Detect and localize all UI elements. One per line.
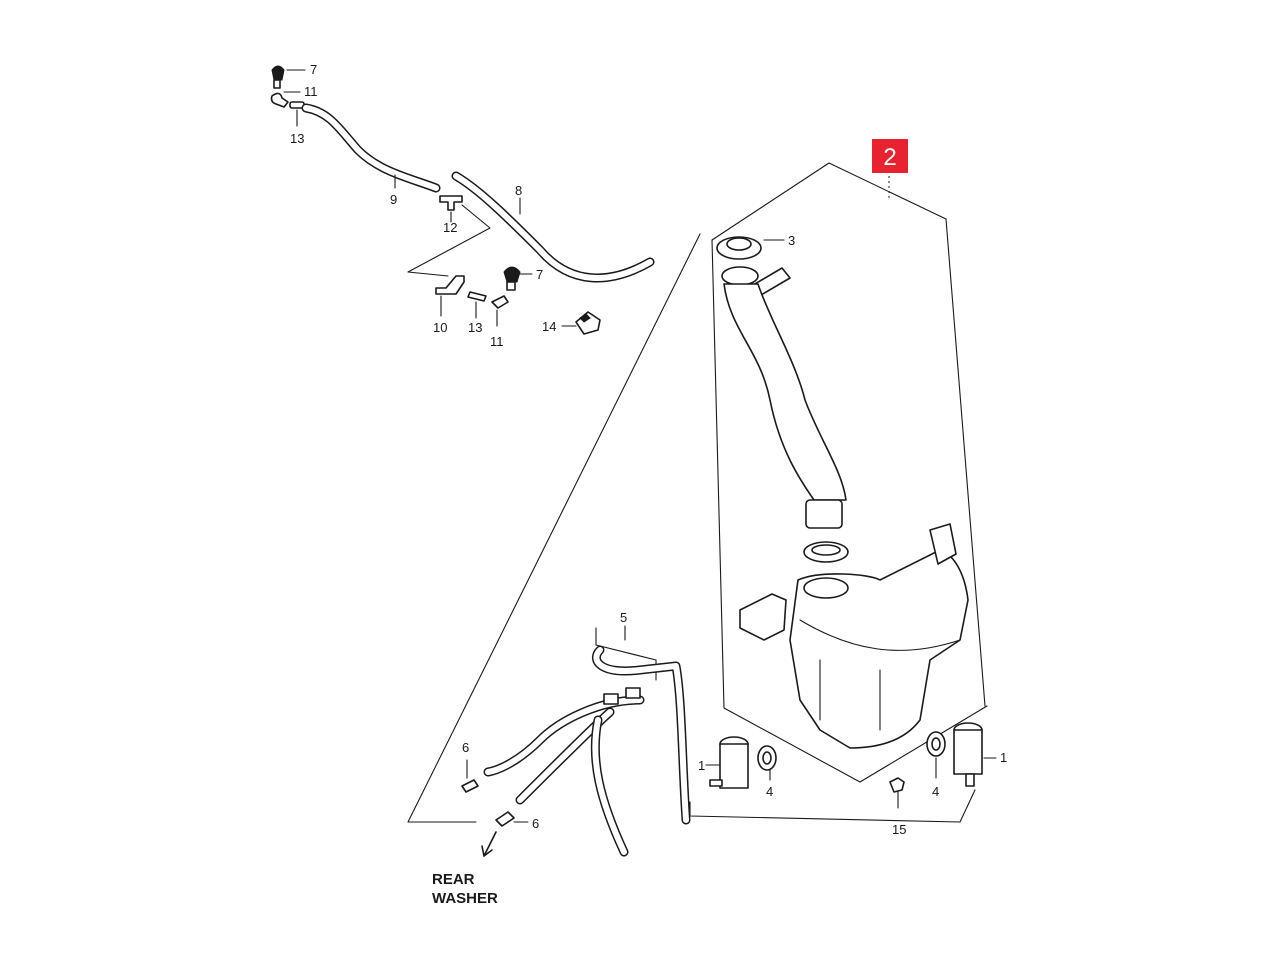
callout-connector-mid: 13: [468, 320, 482, 335]
callout-grommet-right: 4: [932, 784, 939, 799]
callout-pump-right: 1: [1000, 750, 1007, 765]
badge-label: 2: [883, 144, 896, 171]
callout-joint-top: 11: [304, 84, 318, 99]
callout-bolt: 15: [892, 822, 906, 837]
hose-right[interactable]: [451, 171, 655, 283]
callout-elbow: 10: [433, 320, 447, 335]
callout-joint-mid: 11: [490, 334, 504, 349]
callout-pump-left: 1: [698, 758, 705, 773]
callout-hose-left: 9: [390, 192, 397, 207]
callout-grommet-left: 4: [766, 784, 773, 799]
nozzle-mid[interactable]: [503, 266, 521, 291]
tee-connector[interactable]: [439, 195, 463, 211]
callout-check-valve-upper: 6: [462, 740, 469, 755]
rear-washer-arrow-icon: [481, 831, 497, 857]
hose-assembly[interactable]: [483, 627, 691, 857]
callout-check-valve-lower: 6: [532, 816, 539, 831]
check-valve-lower[interactable]: [495, 811, 515, 827]
filler-neck[interactable]: [721, 266, 849, 563]
rear-washer-line-2: WASHER: [432, 890, 498, 907]
check-valve-upper[interactable]: [461, 779, 479, 793]
washer-tank[interactable]: [739, 523, 969, 749]
connector-mid[interactable]: [467, 291, 487, 302]
hose-left[interactable]: [301, 103, 441, 193]
grommet-right[interactable]: [926, 731, 946, 757]
callout-cap: 3: [788, 233, 795, 248]
grommet-left[interactable]: [757, 745, 777, 771]
badge-2: 2: [872, 139, 908, 173]
callout-clip: 14: [542, 319, 556, 334]
clip[interactable]: [575, 311, 601, 335]
callout-connector-top: 13: [290, 131, 304, 146]
joint-top[interactable]: [270, 92, 289, 108]
callout-nozzle-top: 7: [310, 62, 317, 77]
elbow-connector[interactable]: [435, 275, 465, 295]
rear-washer-line-1: REAR: [432, 871, 475, 888]
nozzle-top[interactable]: [271, 65, 285, 89]
bolt[interactable]: [889, 777, 905, 809]
pump-right[interactable]: [953, 722, 983, 787]
cap[interactable]: [716, 236, 762, 260]
callout-hose-assembly: 5: [620, 610, 627, 625]
callout-tee: 12: [443, 220, 457, 235]
callout-nozzle-mid: 7: [536, 267, 543, 282]
joint-mid[interactable]: [491, 295, 509, 309]
pump-left[interactable]: [709, 736, 749, 789]
callout-hose-right: 8: [515, 183, 522, 198]
